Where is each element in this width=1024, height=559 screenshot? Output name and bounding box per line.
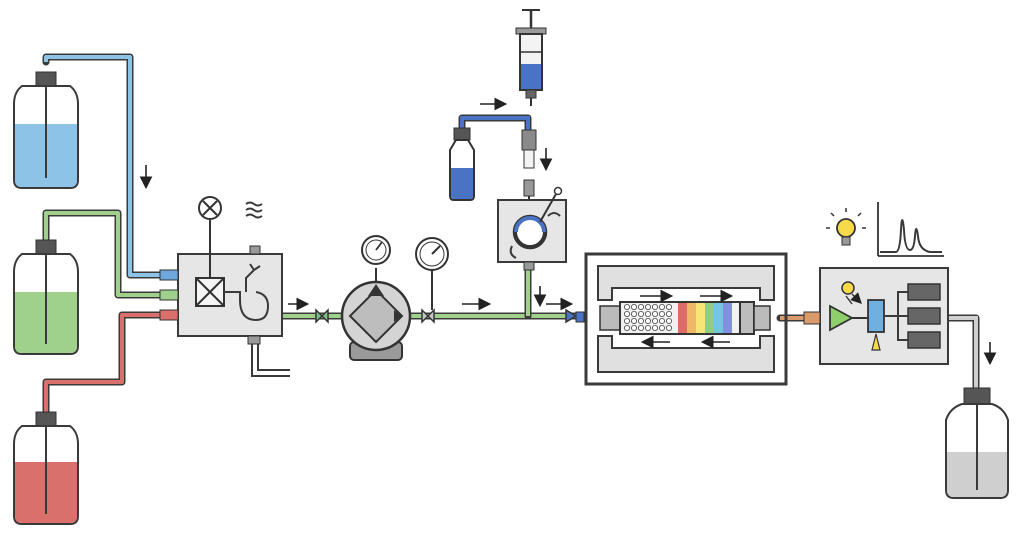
- packing-particle: [631, 310, 638, 317]
- detector: [803, 267, 949, 365]
- tubing-blue-line: [42, 53, 164, 279]
- packing-particle: [659, 317, 666, 324]
- tubing-waste-line: [944, 314, 980, 392]
- packing-particle: [659, 303, 666, 310]
- packing-particle: [631, 317, 638, 324]
- separation-band: [687, 303, 696, 333]
- packing-particle: [666, 310, 673, 317]
- separation-band: [714, 303, 723, 333]
- packing-particle: [631, 303, 638, 310]
- solvent-reservoir-red: [13, 411, 79, 525]
- arrow-down-column: [533, 286, 574, 311]
- solvent-reservoir-green: [13, 239, 79, 355]
- separation-band: [696, 303, 705, 333]
- separation-band: [678, 303, 687, 333]
- packing-particle: [659, 310, 666, 317]
- waste-bottle: [945, 387, 1009, 499]
- tubing-red-line: [42, 311, 164, 419]
- packing-particle: [638, 310, 645, 317]
- packing-particle: [652, 310, 659, 317]
- packing-particle: [666, 317, 673, 324]
- separation-band: [705, 303, 714, 333]
- packing-particle: [624, 303, 631, 310]
- packing-particle: [666, 303, 673, 310]
- packing-particle: [652, 317, 659, 324]
- tubing-sample-line: [458, 114, 532, 152]
- packing-particle: [638, 324, 645, 331]
- packing-particle: [631, 324, 638, 331]
- separation-band: [723, 303, 732, 333]
- pressure-gauge: [415, 237, 449, 271]
- check-valve-1: [315, 308, 329, 324]
- column: [599, 301, 771, 335]
- packing-particle: [659, 324, 666, 331]
- pump: [340, 268, 412, 361]
- pump-gauge: [361, 235, 391, 265]
- packing-particle: [624, 324, 631, 331]
- tubing-green-line: [42, 209, 164, 299]
- solvent-reservoir-blue: [13, 71, 79, 189]
- packing-particle: [645, 303, 652, 310]
- chromatogram-icon: [877, 202, 944, 257]
- column-bands: [678, 303, 732, 333]
- packing-particle: [652, 324, 659, 331]
- column-oven: [584, 252, 788, 386]
- column-packing: [624, 303, 673, 331]
- packing-particle: [624, 317, 631, 324]
- check-valve-2: [421, 268, 435, 324]
- injector-needle: [521, 129, 537, 204]
- injection-valve: [497, 186, 567, 271]
- packing-particle: [666, 324, 673, 331]
- syringe: [515, 9, 547, 106]
- packing-particle: [645, 324, 652, 331]
- packing-particle: [624, 310, 631, 317]
- packing-particle: [638, 303, 645, 310]
- packing-particle: [645, 310, 652, 317]
- packing-particle: [645, 317, 652, 324]
- lamp-icon: [826, 208, 866, 246]
- packing-particle: [638, 317, 645, 324]
- degasser-mixer: [159, 196, 290, 377]
- packing-particle: [652, 303, 659, 310]
- sample-vial: [449, 127, 475, 201]
- column-inlet-fitting: [565, 308, 585, 324]
